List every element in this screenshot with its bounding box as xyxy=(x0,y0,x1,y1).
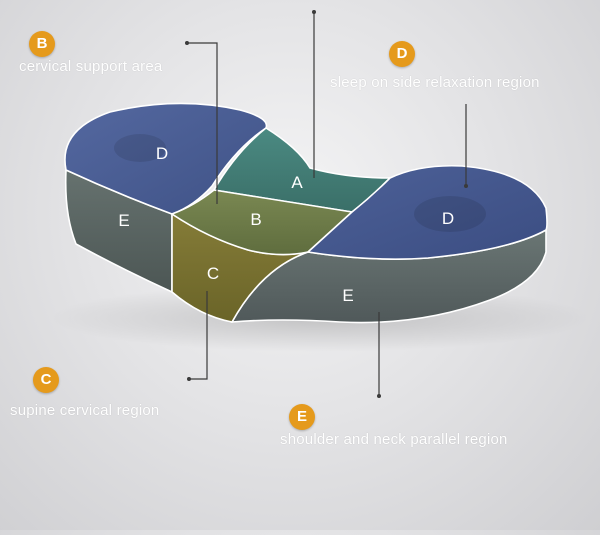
right-dent xyxy=(414,196,486,232)
leader-dot-a xyxy=(312,10,316,14)
zone-d-right xyxy=(306,164,548,260)
pillow-label-a: A xyxy=(291,173,303,192)
caption-supine-cervical-region: supine cervical region xyxy=(10,402,160,419)
leader-dot-c xyxy=(187,377,191,381)
pillow-label-e-left: E xyxy=(118,211,129,230)
badge-b: B xyxy=(29,31,55,57)
leader-line-b xyxy=(187,42,218,204)
left-dent xyxy=(114,134,166,162)
badge-d: D xyxy=(389,41,415,67)
pillow-label-b: B xyxy=(250,210,261,229)
badge-c: C xyxy=(33,367,59,393)
caption-cervical-support-area: cervical support area xyxy=(19,58,163,75)
pillow-label-d-right: D xyxy=(442,209,454,228)
leader-dot-b xyxy=(185,41,189,45)
leader-lines xyxy=(187,12,467,396)
caption-sleep-on-side: sleep on side relaxation region xyxy=(330,74,540,91)
leader-line-c xyxy=(189,291,208,380)
badge-e: E xyxy=(289,404,315,430)
caption-shoulder-and-neck: shoulder and neck parallel region xyxy=(280,431,508,448)
leader-dot-d xyxy=(464,184,468,188)
pillow-label-d-left: D xyxy=(156,144,168,163)
pillow-label-e-right: E xyxy=(342,286,353,305)
pillow-label-c: C xyxy=(207,264,219,283)
leader-dots xyxy=(185,10,468,398)
leader-dot-e xyxy=(377,394,381,398)
